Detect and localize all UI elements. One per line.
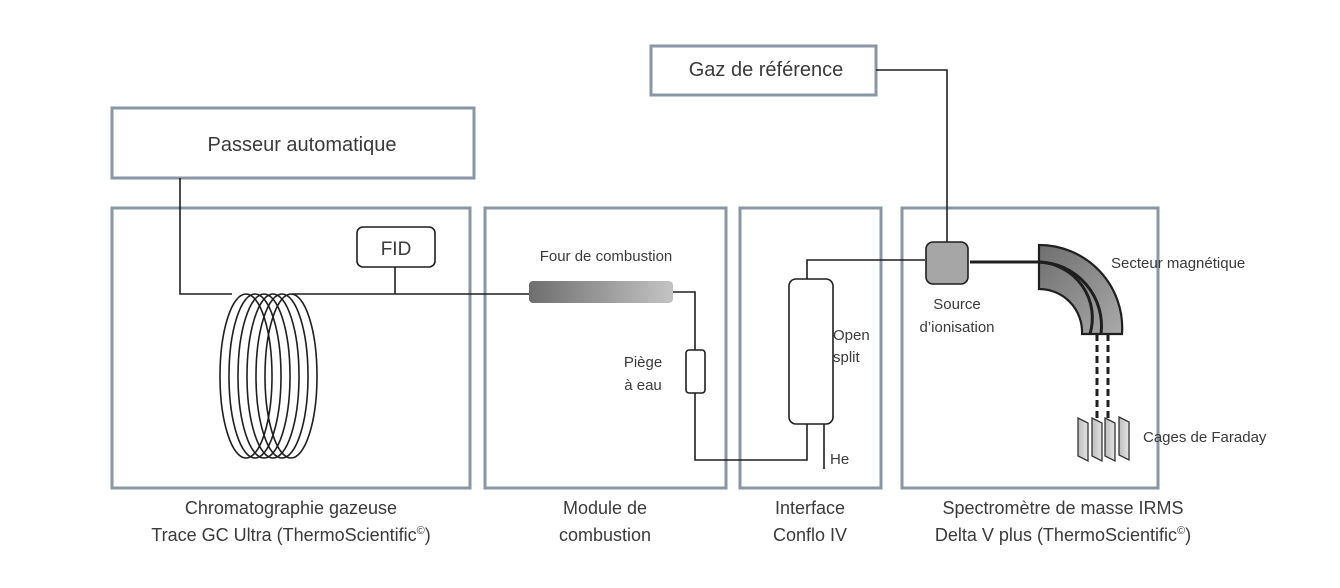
combustion-caption-line2: combustion (559, 525, 651, 545)
ion-source-icon (925, 241, 969, 285)
helium-label: He (830, 451, 849, 468)
interface-caption: Interface Conflo IV (773, 498, 847, 545)
combustion-caption: Module de combustion (559, 498, 651, 545)
combustion-furnace: Four de combustion (529, 248, 673, 303)
ion-source: Source d’ionisation (919, 241, 995, 336)
open-split: Open split He (788, 278, 870, 468)
open-split-label-1: Open (833, 327, 870, 344)
autosampler-box: Passeur automatique (110, 106, 476, 180)
ion-source-label-1: Source (933, 296, 981, 313)
water-trap-label-1: Piège (624, 354, 662, 371)
water-trap-label-2: à eau (624, 377, 662, 394)
interface-caption-line2: Conflo IV (773, 525, 847, 545)
gc-column-coil-icon (219, 293, 318, 459)
irms-caption-line1: Spectromètre de masse IRMS (942, 498, 1183, 518)
gc-caption: Chromatographie gazeuse Trace GC Ultra (… (151, 498, 431, 545)
open-split-label-2: split (833, 349, 861, 366)
water-trap-icon (685, 349, 706, 394)
gc-caption-line1: Chromatographie gazeuse (185, 498, 397, 518)
ion-beams (1095, 334, 1110, 420)
gc-caption-line2: Trace GC Ultra (ThermoScientific©) (151, 525, 431, 545)
water-trap: Piège à eau (624, 349, 706, 394)
autosampler-label: Passeur automatique (207, 134, 396, 156)
furnace-tube-icon (529, 281, 673, 303)
open-split-icon (788, 278, 834, 425)
faraday-cups-label: Cages de Faraday (1143, 429, 1267, 446)
combustion-module-box (483, 206, 728, 490)
reference-gas-label: Gaz de référence (689, 59, 844, 81)
furnace-label: Four de combustion (540, 248, 673, 265)
faraday-cups-icon (1077, 415, 1130, 463)
fid-label: FID (381, 239, 412, 260)
irms-caption: Spectromètre de masse IRMS Delta V plus … (935, 498, 1191, 545)
irms-caption-line2: Delta V plus (ThermoScientific©) (935, 525, 1191, 545)
ion-source-label-2: d’ionisation (919, 319, 994, 336)
interface-caption-line1: Interface (775, 498, 845, 518)
magnetic-sector-label: Secteur magnétique (1111, 255, 1245, 272)
magnetic-sector: Secteur magnétique (1037, 243, 1245, 336)
flow-lines (179, 69, 1040, 469)
reference-gas-box: Gaz de référence (649, 44, 878, 97)
combustion-caption-line1: Module de (563, 498, 647, 518)
fid-detector: FID (356, 226, 436, 268)
